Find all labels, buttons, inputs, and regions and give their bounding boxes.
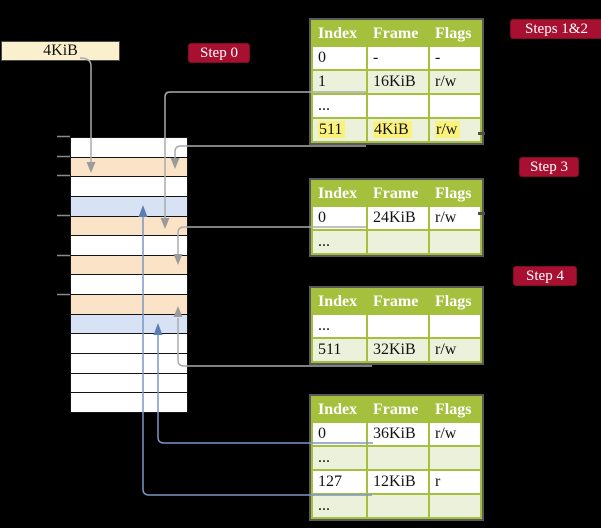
table-row: ... xyxy=(311,229,482,255)
step0-badge: Step 0 xyxy=(188,43,250,63)
page-table-2: Index Frame Flags 0 24KiB r/w ... xyxy=(309,178,484,257)
col-header-flags: Flags xyxy=(428,20,482,47)
table-header-row: Index Frame Flags xyxy=(311,180,482,207)
cell-index: 127 xyxy=(311,469,368,495)
memory-row-2 xyxy=(71,157,187,178)
cell-flags: r/w xyxy=(428,117,482,143)
steps-1-2-label: Steps 1&2 xyxy=(525,20,588,37)
step0-label: Step 0 xyxy=(200,44,238,61)
cell-flags: r xyxy=(428,469,482,495)
memory-row-9 xyxy=(71,295,187,315)
memory-row-1 xyxy=(71,138,187,158)
col-header-flags: Flags xyxy=(428,180,482,207)
cell-flags xyxy=(428,313,482,339)
step4-label: Step 4 xyxy=(526,267,564,284)
table-header-row: Index Frame Flags xyxy=(311,20,482,47)
size-box-4kib: 4KiB xyxy=(1,41,120,61)
cell-index: 0 xyxy=(311,421,368,447)
highlight: r/w xyxy=(435,121,461,138)
cell-flags: r/w xyxy=(428,337,482,363)
cell-flags: r/w xyxy=(428,421,482,447)
cell-index: 0 xyxy=(311,205,368,231)
col-header-index: Index xyxy=(311,396,368,423)
step4-badge: Step 4 xyxy=(513,266,577,286)
table-row: 127 12KiB r xyxy=(311,469,482,495)
memory-row-10 xyxy=(71,314,187,335)
cell-frame xyxy=(366,493,430,519)
cell-frame: 12KiB xyxy=(366,469,430,495)
cell-flags xyxy=(428,93,482,119)
col-header-flags: Flags xyxy=(428,396,482,423)
cell-flags: - xyxy=(428,45,482,71)
cell-index: ... xyxy=(311,313,368,339)
col-header-frame: Frame xyxy=(366,180,430,207)
memory-tick-marks xyxy=(57,135,70,296)
cell-frame: 24KiB xyxy=(366,205,430,231)
cell-frame: 16KiB xyxy=(366,69,430,95)
cell-flags xyxy=(428,229,482,255)
table-header-row: Index Frame Flags xyxy=(311,396,482,423)
table-row: ... xyxy=(311,93,482,119)
cell-frame: 4KiB xyxy=(366,117,430,143)
col-header-frame: Frame xyxy=(366,396,430,423)
col-header-frame: Frame xyxy=(366,288,430,315)
memory-row-3 xyxy=(71,177,187,197)
memory-row-5 xyxy=(71,216,187,237)
table-row-highlighted: 511 4KiB r/w xyxy=(311,117,482,143)
memory-row-14 xyxy=(71,393,187,412)
cell-flags xyxy=(428,493,482,519)
col-header-frame: Frame xyxy=(366,20,430,47)
cell-frame xyxy=(366,229,430,255)
cell-index: ... xyxy=(311,93,368,119)
cell-frame: 32KiB xyxy=(366,337,430,363)
memory-column xyxy=(70,137,188,413)
col-header-index: Index xyxy=(311,288,368,315)
memory-row-7 xyxy=(71,255,187,276)
cell-frame: - xyxy=(366,45,430,71)
col-header-index: Index xyxy=(311,20,368,47)
cell-index: 0 xyxy=(311,45,368,71)
step3-label: Step 3 xyxy=(530,158,568,175)
col-header-index: Index xyxy=(311,180,368,207)
highlight: 511 xyxy=(318,121,346,138)
table-row: ... xyxy=(311,445,482,471)
table-header-row: Index Frame Flags xyxy=(311,288,482,315)
col-header-flags: Flags xyxy=(428,288,482,315)
cell-flags xyxy=(428,445,482,471)
memory-row-8 xyxy=(71,275,187,296)
page-table-3: Index Frame Flags ... 511 32KiB r/w xyxy=(309,286,484,365)
cell-index: ... xyxy=(311,493,368,519)
table-row: ... xyxy=(311,313,482,339)
steps-1-2-badge: Steps 1&2 xyxy=(510,19,601,39)
memory-row-13 xyxy=(71,373,187,394)
highlight: 4KiB xyxy=(373,121,412,138)
cell-index: ... xyxy=(311,445,368,471)
cell-index: 1 xyxy=(311,69,368,95)
cell-index: 511 xyxy=(311,117,368,143)
memory-row-12 xyxy=(71,354,187,374)
cell-index: ... xyxy=(311,229,368,255)
step3-badge: Step 3 xyxy=(519,157,579,177)
table-row: 0 - - xyxy=(311,45,482,71)
page-table-4: Index Frame Flags 0 36KiB r/w ... 127 12… xyxy=(309,394,484,521)
memory-row-6 xyxy=(71,236,187,256)
memory-row-4 xyxy=(71,196,187,217)
memory-row-11 xyxy=(71,334,187,355)
table-row: 511 32KiB r/w xyxy=(311,337,482,363)
table-row: 0 36KiB r/w xyxy=(311,421,482,447)
cell-frame: 36KiB xyxy=(366,421,430,447)
connector-t1row511-to-frame2 xyxy=(174,145,366,158)
cell-frame xyxy=(366,93,430,119)
page-table-1: Index Frame Flags 0 - - 1 16KiB r/w ... … xyxy=(309,18,484,145)
size-box-label: 4KiB xyxy=(43,42,78,59)
cell-flags: r/w xyxy=(428,69,482,95)
cell-frame xyxy=(366,445,430,471)
cell-index: 511 xyxy=(311,337,368,363)
table-row: 0 24KiB r/w xyxy=(311,205,482,231)
cell-frame xyxy=(366,313,430,339)
cell-flags: r/w xyxy=(428,205,482,231)
table-row: 1 16KiB r/w xyxy=(311,69,482,95)
table-row: ... xyxy=(311,493,482,519)
